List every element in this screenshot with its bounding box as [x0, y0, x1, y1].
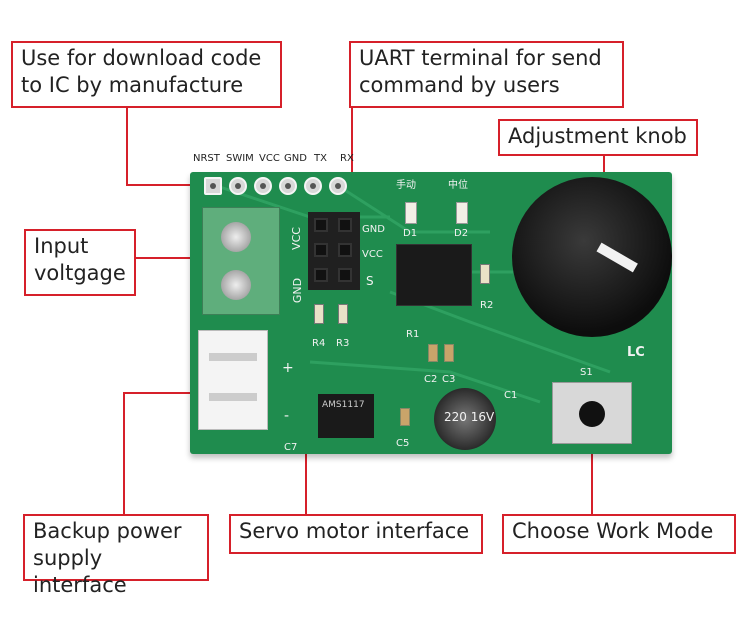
microcontroller-ic — [396, 244, 472, 306]
silk-c3: C3 — [442, 374, 456, 385]
callout-work-mode: Choose Work Mode — [502, 514, 736, 554]
callout-download-code: Use for download code to IC by manufactu… — [11, 41, 282, 108]
led-d1 — [405, 202, 417, 224]
voltage-regulator: AMS1117 — [318, 394, 374, 438]
silk-r1: R1 — [406, 329, 420, 340]
pin-label-rx: RX — [340, 153, 354, 164]
silk-c5: C5 — [396, 438, 410, 449]
silk-vcc: VCC — [289, 227, 303, 250]
pin-label-swim: SWIM — [226, 153, 254, 164]
silk-c2: C2 — [424, 374, 438, 385]
screw-vcc — [221, 222, 251, 252]
silk-servo-gnd: GND — [362, 224, 385, 235]
line-download-code — [126, 108, 212, 186]
pad-rx — [329, 177, 347, 195]
resistor-r2 — [480, 264, 490, 284]
silk-minus: - — [284, 408, 290, 424]
pin-label-vcc: VCC — [259, 153, 280, 164]
silk-r4: R4 — [312, 338, 326, 349]
pad-gnd — [279, 177, 297, 195]
screw-terminal — [202, 207, 280, 315]
callout-servo-interface: Servo motor interface — [229, 514, 483, 554]
adjustment-knob[interactable] — [512, 177, 672, 337]
silk-c1: C1 — [504, 390, 518, 401]
electrolytic-cap-c1: 220 16V — [434, 388, 496, 450]
silk-manual: 手动 — [396, 180, 416, 191]
callout-backup-power: Backup power supply interface — [23, 514, 209, 597]
silk-s1: S1 — [580, 367, 593, 378]
backup-power-connector — [198, 330, 268, 430]
cap-c5 — [400, 408, 410, 426]
callout-input-voltage: Input voltgage — [24, 229, 136, 296]
pin-label-nrst: NRST — [193, 153, 220, 164]
screw-gnd — [221, 270, 251, 300]
silk-plus: + — [282, 360, 294, 376]
pin-label-gnd: GND — [284, 153, 307, 164]
callout-uart-terminal: UART terminal for send command by users — [349, 41, 624, 108]
silk-r3: R3 — [336, 338, 350, 349]
led-d2 — [456, 202, 468, 224]
pad-nrst — [204, 177, 222, 195]
cap-c2 — [428, 344, 438, 362]
silk-c7: C7 — [284, 442, 298, 453]
servo-header — [308, 212, 360, 290]
silk-servo-vcc: VCC — [362, 249, 383, 260]
silk-servo-s: S — [366, 274, 374, 288]
cap-c3 — [444, 344, 454, 362]
pad-swim — [229, 177, 247, 195]
pad-vcc — [254, 177, 272, 195]
pin-label-tx: TX — [314, 153, 327, 164]
silk-center: 中位 — [448, 180, 468, 191]
silk-d1: D1 — [403, 228, 418, 239]
silk-gnd: GND — [291, 277, 305, 304]
resistor-r3 — [338, 304, 348, 324]
silk-r2: R2 — [480, 300, 494, 311]
pcb-board: VCC GND GND VCC S 手动 中位 D1 D2 R2 R1 R4 R… — [190, 172, 672, 454]
silk-d2: D2 — [454, 228, 469, 239]
callout-adjustment-knob: Adjustment knob — [498, 119, 698, 156]
resistor-r4 — [314, 304, 324, 324]
pad-tx — [304, 177, 322, 195]
mode-switch[interactable] — [552, 382, 632, 444]
silk-lc: LC — [627, 345, 645, 360]
